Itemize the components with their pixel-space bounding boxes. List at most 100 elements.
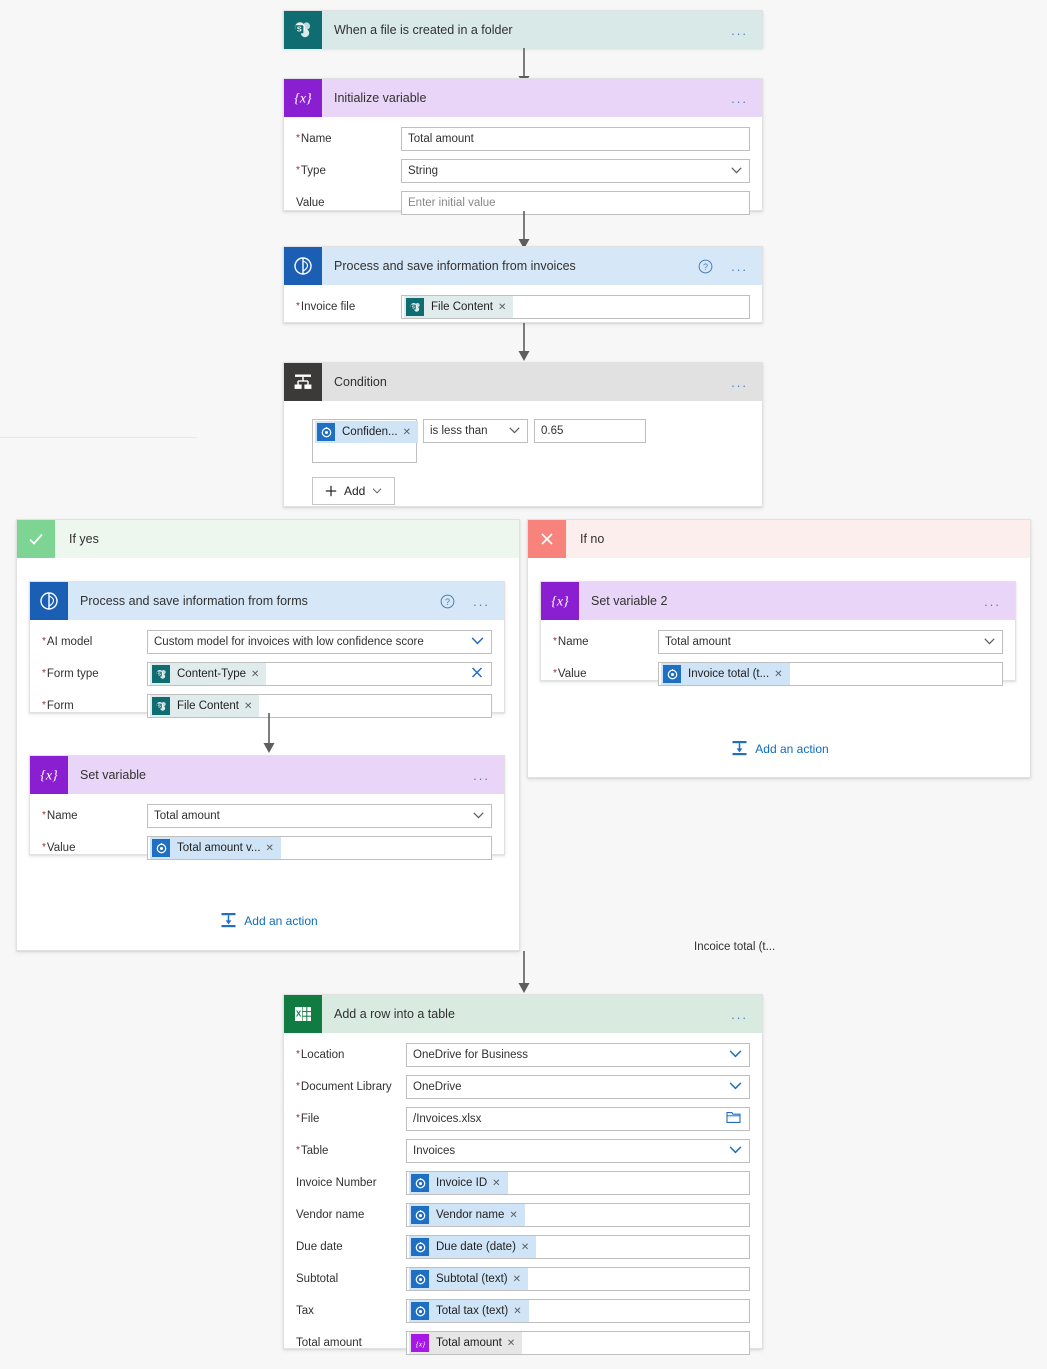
field-label: * Table <box>296 1145 406 1157</box>
token-container: Subtotal (text) ✕ <box>407 1268 530 1290</box>
token-remove-icon[interactable]: ✕ <box>492 1177 508 1189</box>
token-remove-icon[interactable]: ✕ <box>506 1337 516 1349</box>
card-menu-button[interactable]: ... <box>731 374 748 390</box>
step-card-trigger[interactable]: S When a file is created in a folder ... <box>283 10 763 49</box>
token-label: Content-Type <box>177 668 247 680</box>
token-chip[interactable]: Vendor name ✕ <box>409 1204 525 1226</box>
token-chip[interactable]: Confiden... ✕ <box>315 421 419 443</box>
card-menu-button[interactable]: ... <box>731 22 748 38</box>
variable-icon: {x} <box>541 582 579 620</box>
field-row-invoice-number: Invoice Number Invoice ID ✕ <box>296 1171 750 1195</box>
step-card-set-variable[interactable]: {x} Set variable ... * Name Total amount <box>29 755 505 860</box>
token-remove-icon[interactable]: ✕ <box>520 1241 537 1253</box>
ai-model-select[interactable]: Custom model for invoices with low confi… <box>147 630 492 654</box>
token-remove-icon[interactable]: ✕ <box>774 668 790 680</box>
field-row-tax: Tax Total tax (text) ✕ <box>296 1299 750 1323</box>
clear-field-icon[interactable] <box>471 667 483 682</box>
total-amount-input[interactable]: {x} Total amount ✕ <box>406 1331 750 1355</box>
name-input[interactable]: Total amount <box>401 127 750 151</box>
condition-add-button[interactable]: Add <box>312 477 396 505</box>
field-label-text: Value <box>296 197 325 209</box>
file-input[interactable]: /Invoices.xlsx <box>406 1107 750 1131</box>
condition-operator-select[interactable]: is less than <box>423 419 528 443</box>
token-remove-icon[interactable]: ✕ <box>509 1209 525 1221</box>
folder-picker-icon[interactable] <box>726 1111 741 1127</box>
token-chip[interactable]: Total amount v... ✕ <box>150 837 281 859</box>
token-remove-icon[interactable]: ✕ <box>251 668 260 680</box>
table-select[interactable]: Invoices <box>406 1139 750 1163</box>
form-type-input[interactable]: S Content-Type ✕ <box>147 662 492 686</box>
invoice-file-input[interactable]: S File Content ✕ <box>401 295 750 319</box>
field-label: * Value <box>42 842 147 854</box>
field-row-value: * Value Total <box>42 836 492 860</box>
field-label: Invoice Number <box>296 1177 406 1189</box>
token-chip[interactable]: S File Content ✕ <box>150 695 260 717</box>
required-marker: * <box>296 1049 300 1060</box>
token-container: S File Content ✕ <box>402 296 515 318</box>
variable-name-select[interactable]: Total amount <box>147 804 492 828</box>
invoice-number-input[interactable]: Invoice ID ✕ <box>406 1171 750 1195</box>
subtotal-input[interactable]: Subtotal (text) ✕ <box>406 1267 750 1291</box>
condition-right-operand[interactable]: 0.65 <box>534 419 646 443</box>
svg-text:S: S <box>157 671 160 676</box>
add-an-action-button-if-yes[interactable]: Add an action <box>17 912 521 929</box>
field-row-value: * Value Invoi <box>553 662 1003 686</box>
card-menu-button[interactable]: ... <box>731 258 748 274</box>
token-chip[interactable]: S File Content ✕ <box>404 296 514 318</box>
token-remove-icon[interactable]: ✕ <box>498 301 507 313</box>
card-header: {x} Set variable ... <box>30 756 504 794</box>
variable-name-select[interactable]: Total amount <box>658 630 1003 654</box>
tax-input[interactable]: Total tax (text) ✕ <box>406 1299 750 1323</box>
token-chip[interactable]: Due date (date) ✕ <box>409 1236 537 1258</box>
card-menu-button[interactable]: ... <box>731 90 748 106</box>
add-an-action-label: Add an action <box>755 741 829 756</box>
card-title: Set variable 2 <box>591 594 668 608</box>
token-chip[interactable]: Invoice ID ✕ <box>409 1172 508 1194</box>
check-icon <box>17 520 55 558</box>
field-label-text: Vendor name <box>296 1209 365 1221</box>
token-label: Subtotal (text) <box>429 1271 513 1287</box>
help-icon[interactable]: ? <box>698 259 713 274</box>
type-select[interactable]: String <box>401 159 750 183</box>
token-chip[interactable]: Invoice total (t... ✕ <box>661 663 790 685</box>
chevron-down-icon <box>984 636 995 648</box>
card-menu-button[interactable]: ... <box>473 767 490 783</box>
field-label-text: Form type <box>46 668 99 680</box>
token-remove-icon[interactable]: ✕ <box>402 426 419 438</box>
card-menu-button[interactable]: ... <box>731 1006 748 1022</box>
step-card-set-variable-2[interactable]: {x} Set variable 2 ... * Name Total amou… <box>540 581 1016 686</box>
variable-value-input[interactable]: Invoice total (t... ✕ <box>658 662 1003 686</box>
step-card-process-invoices[interactable]: Process and save information from invoic… <box>283 246 763 323</box>
document-library-select[interactable]: OneDrive <box>406 1075 750 1099</box>
help-icon[interactable]: ? <box>440 594 455 609</box>
card-title: When a file is created in a folder <box>334 23 513 37</box>
token-chip[interactable]: S Content-Type ✕ <box>150 663 267 685</box>
value-input[interactable]: Enter initial value <box>401 191 750 215</box>
variable-value-input[interactable]: Total amount v... ✕ <box>147 836 492 860</box>
location-select[interactable]: OneDrive for Business <box>406 1043 750 1067</box>
due-date-input[interactable]: Due date (date) ✕ <box>406 1235 750 1259</box>
step-card-process-forms[interactable]: Process and save information from forms … <box>29 581 505 718</box>
step-card-initialize-variable[interactable]: {x} Initialize variable ... * Name Total… <box>283 78 763 215</box>
field-label-text: AI model <box>46 636 93 648</box>
card-menu-button[interactable]: ... <box>984 593 1001 609</box>
token-container: Invoice ID ✕ <box>407 1172 510 1194</box>
form-input[interactable]: S File Content ✕ <box>147 694 492 718</box>
dynamic-content-icon <box>411 1270 429 1288</box>
token-chip[interactable]: Total tax (text) ✕ <box>409 1300 529 1322</box>
vendor-name-input[interactable]: Vendor name ✕ <box>406 1203 750 1227</box>
token-remove-icon[interactable]: ✕ <box>512 1273 528 1285</box>
step-card-condition[interactable]: Condition ... Confiden... ✕ <box>283 362 763 507</box>
token-remove-icon[interactable]: ✕ <box>244 700 253 712</box>
token-chip[interactable]: Subtotal (text) ✕ <box>409 1268 528 1290</box>
token-remove-icon[interactable]: ✕ <box>265 842 281 854</box>
step-card-add-row-into-table[interactable]: X Add a row into a table ... * Location … <box>283 994 763 1355</box>
token-chip[interactable]: {x} Total amount ✕ <box>409 1332 523 1354</box>
card-menu-button[interactable]: ... <box>473 593 490 609</box>
field-value: Total amount <box>408 133 474 145</box>
condition-left-operand[interactable]: Confiden... ✕ <box>312 419 419 463</box>
token-remove-icon[interactable]: ✕ <box>513 1305 529 1317</box>
floating-token-label: Incoice total (t... <box>694 941 776 953</box>
token-container: Total amount v... ✕ <box>148 837 283 859</box>
add-an-action-button-if-no[interactable]: Add an action <box>528 740 1032 757</box>
